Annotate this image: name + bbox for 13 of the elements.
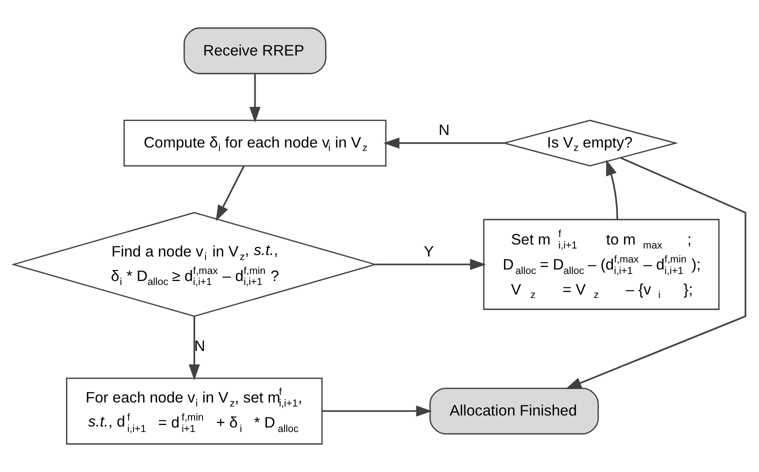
- node-box: Receive RREP: [184, 27, 326, 74]
- arrow: [565, 157, 746, 390]
- arrow: [188, 316, 200, 380]
- edge-label: N: [438, 122, 450, 139]
- arrow: [216, 166, 245, 222]
- node-box: Allocation Finished: [429, 388, 599, 434]
- arrow: [375, 258, 486, 270]
- arrow: [249, 74, 261, 123]
- arrow: [606, 160, 618, 220]
- arrow: [322, 406, 432, 417]
- edge-label: N: [194, 338, 206, 356]
- arrow: [383, 138, 504, 149]
- edge-label: Y: [424, 243, 434, 260]
